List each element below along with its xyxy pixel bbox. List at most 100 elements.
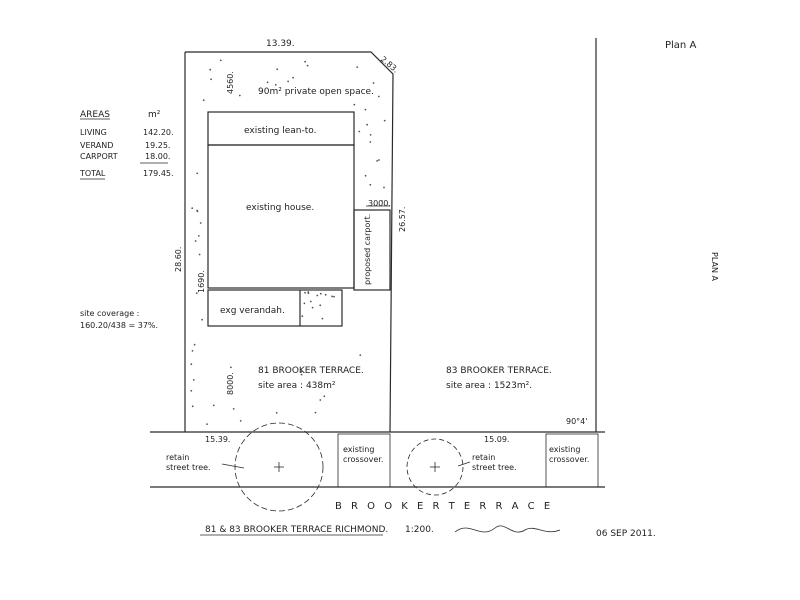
verandah-outline — [207, 289, 343, 327]
dim-rear-setback: 4560. — [226, 71, 235, 94]
stipple-dot — [377, 95, 380, 98]
title-block-date: 06 SEP 2011. — [596, 529, 656, 539]
areas-row-label: TOTAL — [79, 169, 106, 178]
site-coverage-value: 160.20/438 = 37%. — [80, 321, 158, 330]
stipple-dot — [333, 295, 335, 298]
stipple-dot — [274, 84, 277, 86]
stipple-dot — [314, 411, 317, 414]
stipple-dot — [190, 363, 193, 366]
crossover-2-label: existing — [549, 445, 580, 454]
stipple-dot — [238, 94, 241, 97]
open-space-label: 90m² private open space. — [258, 87, 374, 97]
stipple-dot — [303, 302, 306, 305]
stipple-dot — [190, 389, 193, 392]
stipple-dot — [319, 292, 322, 295]
tree-1-leader — [221, 463, 245, 469]
areas-row-label: CARPORT — [80, 152, 118, 161]
dim-corner: 2.83. — [379, 55, 400, 75]
lot-81-name: 81 BROOKER TERRACE. — [258, 366, 364, 376]
stipple-dot — [301, 315, 304, 318]
lot-81-boundary — [184, 51, 394, 433]
stipple-dot — [300, 373, 303, 376]
stipple-dot — [376, 160, 378, 162]
stipple-dot — [239, 420, 242, 422]
dim-angle: 90°4' — [566, 417, 587, 426]
stipple-dot — [311, 306, 314, 309]
stipple-dot — [275, 412, 278, 414]
site-coverage-label: site coverage : — [80, 309, 139, 318]
stipple-dot — [359, 354, 362, 356]
stipple-dot — [358, 130, 361, 133]
stipple-dot — [193, 343, 196, 346]
plan-label-rotated: PLAN A — [710, 252, 719, 281]
dim-frontage-83: 15.09. — [484, 435, 509, 444]
stipple-dot — [364, 108, 367, 111]
stipple-dot — [210, 78, 213, 81]
stipple-dot — [369, 141, 372, 143]
tree-2-label: street tree. — [472, 463, 517, 472]
crossover-2 — [545, 433, 599, 488]
stipple-dot — [319, 304, 322, 307]
stipple-dot — [366, 123, 368, 126]
dim-frontage-81: 15.39. — [205, 435, 230, 444]
stipple-dot — [369, 183, 372, 186]
stipple-dot — [364, 174, 367, 177]
areas-row-value: 142.20. — [143, 128, 174, 137]
carport-label: proposed carport. — [363, 214, 372, 285]
tree-1-label: retain — [166, 453, 189, 462]
stipple-dot — [191, 405, 194, 408]
dim-left-side: 28.60. — [174, 247, 183, 272]
stipple-dot — [201, 318, 204, 321]
tree-2-label: retain — [472, 453, 495, 462]
stipple-dot — [323, 395, 326, 398]
stipple-dot — [316, 294, 319, 297]
street-tree-1 — [234, 422, 324, 512]
stipple-dot — [372, 82, 375, 84]
title-block-title: 81 & 83 BROOKER TERRACE RICHMOND. — [205, 525, 388, 535]
tree-1-label: street tree. — [166, 463, 211, 472]
areas-row-value: 18.00. — [145, 152, 170, 161]
title-block-scale: 1:200. — [405, 525, 434, 535]
stipple-dot — [202, 99, 205, 102]
crossover-1-label: existing — [343, 445, 374, 454]
stipple-dot — [195, 292, 198, 294]
areas-row-label: VERAND — [80, 141, 113, 150]
stipple-dot — [304, 291, 306, 294]
areas-heading: AREAS — [80, 110, 110, 120]
stipple-dot — [194, 240, 197, 242]
signature-mark — [454, 525, 561, 533]
dim-front-setback: 8000. — [226, 372, 235, 395]
house-label: existing house. — [246, 203, 314, 213]
stipple-dot — [309, 300, 312, 303]
stipple-dot — [356, 66, 359, 68]
stipple-dot — [197, 235, 200, 237]
stipple-dot — [353, 103, 356, 106]
crossover-1 — [337, 433, 391, 488]
lean-to-label: existing lean-to. — [244, 126, 316, 136]
verandah-label: exg verandah. — [220, 306, 285, 316]
stipple-dot — [196, 210, 199, 213]
areas-row-value: 19.25. — [145, 141, 170, 150]
areas-row-label: LIVING — [80, 128, 107, 137]
areas-unit: m² — [148, 110, 161, 120]
open-space-stipple — [190, 59, 386, 425]
carport-outline — [353, 209, 391, 291]
dim-side-setback: 1690. — [197, 270, 206, 293]
stipple-dot — [206, 423, 208, 425]
crossover-1-label: crossover. — [343, 455, 383, 464]
stipple-dot — [383, 119, 386, 122]
stipple-dot — [292, 76, 294, 79]
dim-top: 13.39. — [266, 39, 295, 49]
street-tree-2 — [406, 438, 464, 496]
stipple-dot — [369, 134, 372, 136]
stipple-dot — [306, 64, 309, 67]
lot-83-name: 83 BROOKER TERRACE. — [446, 366, 552, 376]
stipple-dot — [230, 366, 232, 369]
stipple-dot — [321, 317, 324, 320]
stipple-dot — [304, 60, 306, 63]
stipple-dot — [209, 68, 212, 71]
stipple-dot — [383, 186, 385, 189]
stipple-dot — [232, 408, 235, 410]
stipple-dot — [198, 253, 201, 256]
